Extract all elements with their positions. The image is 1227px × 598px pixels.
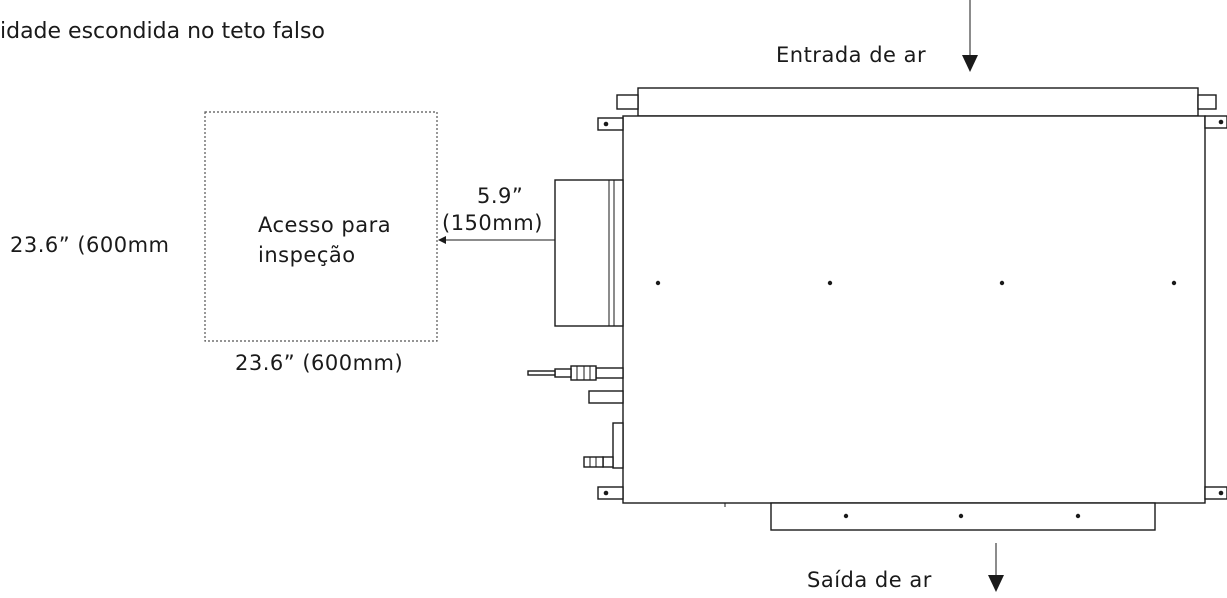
flange-dot (1075, 513, 1081, 519)
top-plenum (637, 87, 1199, 117)
access-height-dimension: 23.6” (600mm (10, 233, 170, 257)
lower-pipe-nut (583, 456, 604, 468)
flange-dot (843, 513, 849, 519)
bracket-hole (1218, 490, 1224, 496)
body-dots (655, 280, 1177, 286)
bottom-outlet-flange (724, 502, 1156, 531)
clearance-arrow-head (438, 236, 446, 244)
lower-pipe-housing (612, 422, 624, 469)
access-label-line2: inspeção (258, 243, 356, 267)
inspection-access: Acesso para inspeção 23.6” (600mm) 23.6”… (10, 111, 438, 375)
mounting-brackets (597, 115, 1227, 500)
pipe-body (595, 367, 624, 379)
unit-body (622, 115, 1206, 504)
bracket-top-right (1204, 115, 1227, 129)
top-frame (616, 87, 1217, 117)
bracket-bottom-left (597, 486, 624, 500)
access-width-dimension: 23.6” (600mm) (235, 351, 403, 375)
bracket-bottom-right (1204, 486, 1227, 500)
air-inlet-indicator: Entrada de ar (776, 0, 978, 72)
pipe-connections (527, 365, 624, 469)
body-dot (999, 280, 1005, 286)
clearance-value: 5.9” (477, 184, 523, 208)
control-box-body (554, 179, 624, 327)
air-inlet-arrow-head (962, 55, 978, 72)
top-right-tab (1197, 94, 1217, 110)
control-box (554, 179, 624, 327)
clearance-mm: (150mm) (442, 211, 543, 235)
flange-dot (958, 513, 964, 519)
lower-pipe-stub (602, 456, 614, 468)
diagram-title: idade escondida no teto falso (0, 19, 325, 44)
air-outlet-label: Saída de ar (807, 568, 932, 592)
pipe-tube (527, 370, 556, 376)
clearance-dimension: 5.9” (150mm) (438, 184, 555, 244)
inspection-access-box (204, 111, 438, 342)
pipe-flare (554, 368, 572, 378)
bracket-hole (603, 490, 609, 496)
bracket-hole (1218, 119, 1224, 125)
drain-pipe (588, 390, 624, 404)
access-label-line1: Acesso para (258, 213, 391, 237)
body-dot (655, 280, 661, 286)
top-left-tab (616, 94, 639, 110)
bracket-hole (603, 121, 609, 127)
air-outlet-indicator: Saída de ar (807, 543, 1004, 592)
air-inlet-label: Entrada de ar (776, 43, 926, 67)
bracket-top-left (597, 117, 624, 131)
air-outlet-arrow-head (988, 575, 1004, 592)
body-dot (827, 280, 833, 286)
body-dot (1171, 280, 1177, 286)
